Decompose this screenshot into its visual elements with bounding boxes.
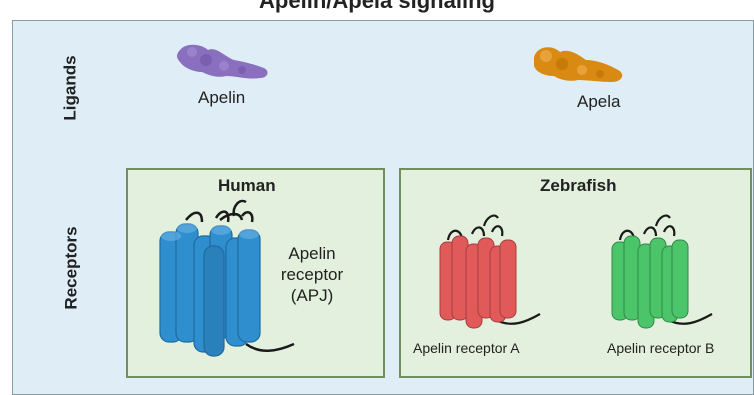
- human-receptor-label-line1: Apelin: [272, 243, 352, 264]
- human-title: Human: [218, 176, 276, 196]
- row-label-ligands: Ligands: [61, 55, 81, 120]
- figure-title: Apelin/Apela signaling: [0, 0, 754, 14]
- ligand-label-apelin: Apelin: [198, 88, 245, 108]
- apelin-receptor-a-icon: [436, 216, 556, 336]
- zebrafish-title: Zebrafish: [540, 176, 617, 196]
- ligand-label-apela: Apela: [577, 92, 620, 112]
- apelin-receptor-b-icon: [608, 216, 728, 336]
- apelin-ligand-icon: [172, 38, 272, 84]
- human-receptor-label: Apelin receptor (APJ): [272, 243, 352, 306]
- human-receptor-label-line2: receptor: [272, 264, 352, 285]
- apelin-receptor-a-label: Apelin receptor A: [413, 340, 520, 356]
- row-label-receptors: Receptors: [62, 226, 82, 309]
- apela-ligand-icon: [528, 40, 628, 86]
- human-receptor-label-line3: (APJ): [272, 285, 352, 306]
- apelin-receptor-b-label: Apelin receptor B: [607, 340, 714, 356]
